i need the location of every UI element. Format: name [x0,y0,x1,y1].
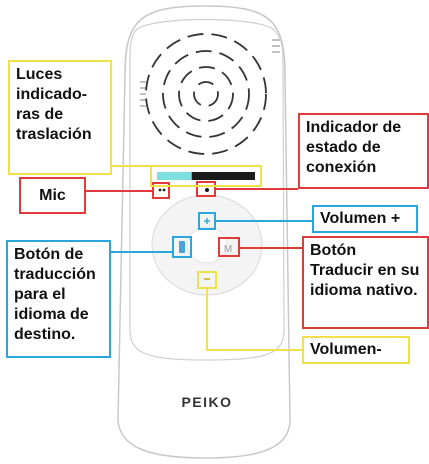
connection-indicator-dot [205,188,209,192]
control-center [186,226,228,264]
mic-bars-icon[interactable] [179,241,185,253]
label-native-language-button: Botón Traducir en su idioma nativo. [302,236,429,329]
plus-icon[interactable] [204,218,210,224]
brand-logo: PEIKO [181,394,232,410]
mic-icon [158,188,166,192]
led-highlight-box [150,165,262,187]
m-letter-icon[interactable]: M [224,244,232,255]
side-vent-left [140,81,146,107]
label-connection-indicator: Indicador de estado de conexión [298,113,429,189]
label-volume-up: Volumen + [312,205,418,233]
side-vent-right [272,39,280,53]
label-volume-down: Volumen- [302,336,410,364]
speaker-grille [145,33,267,155]
leader-line-volume-down [206,288,302,351]
label-target-language-button: Botón de traducción para el idioma de de… [6,240,111,358]
label-translation-lights: Luces indicado- ras de traslación [8,60,112,175]
label-mic: Mic [19,177,86,214]
translation-led-strip [157,172,255,180]
target-button-highlight-box [172,236,192,258]
